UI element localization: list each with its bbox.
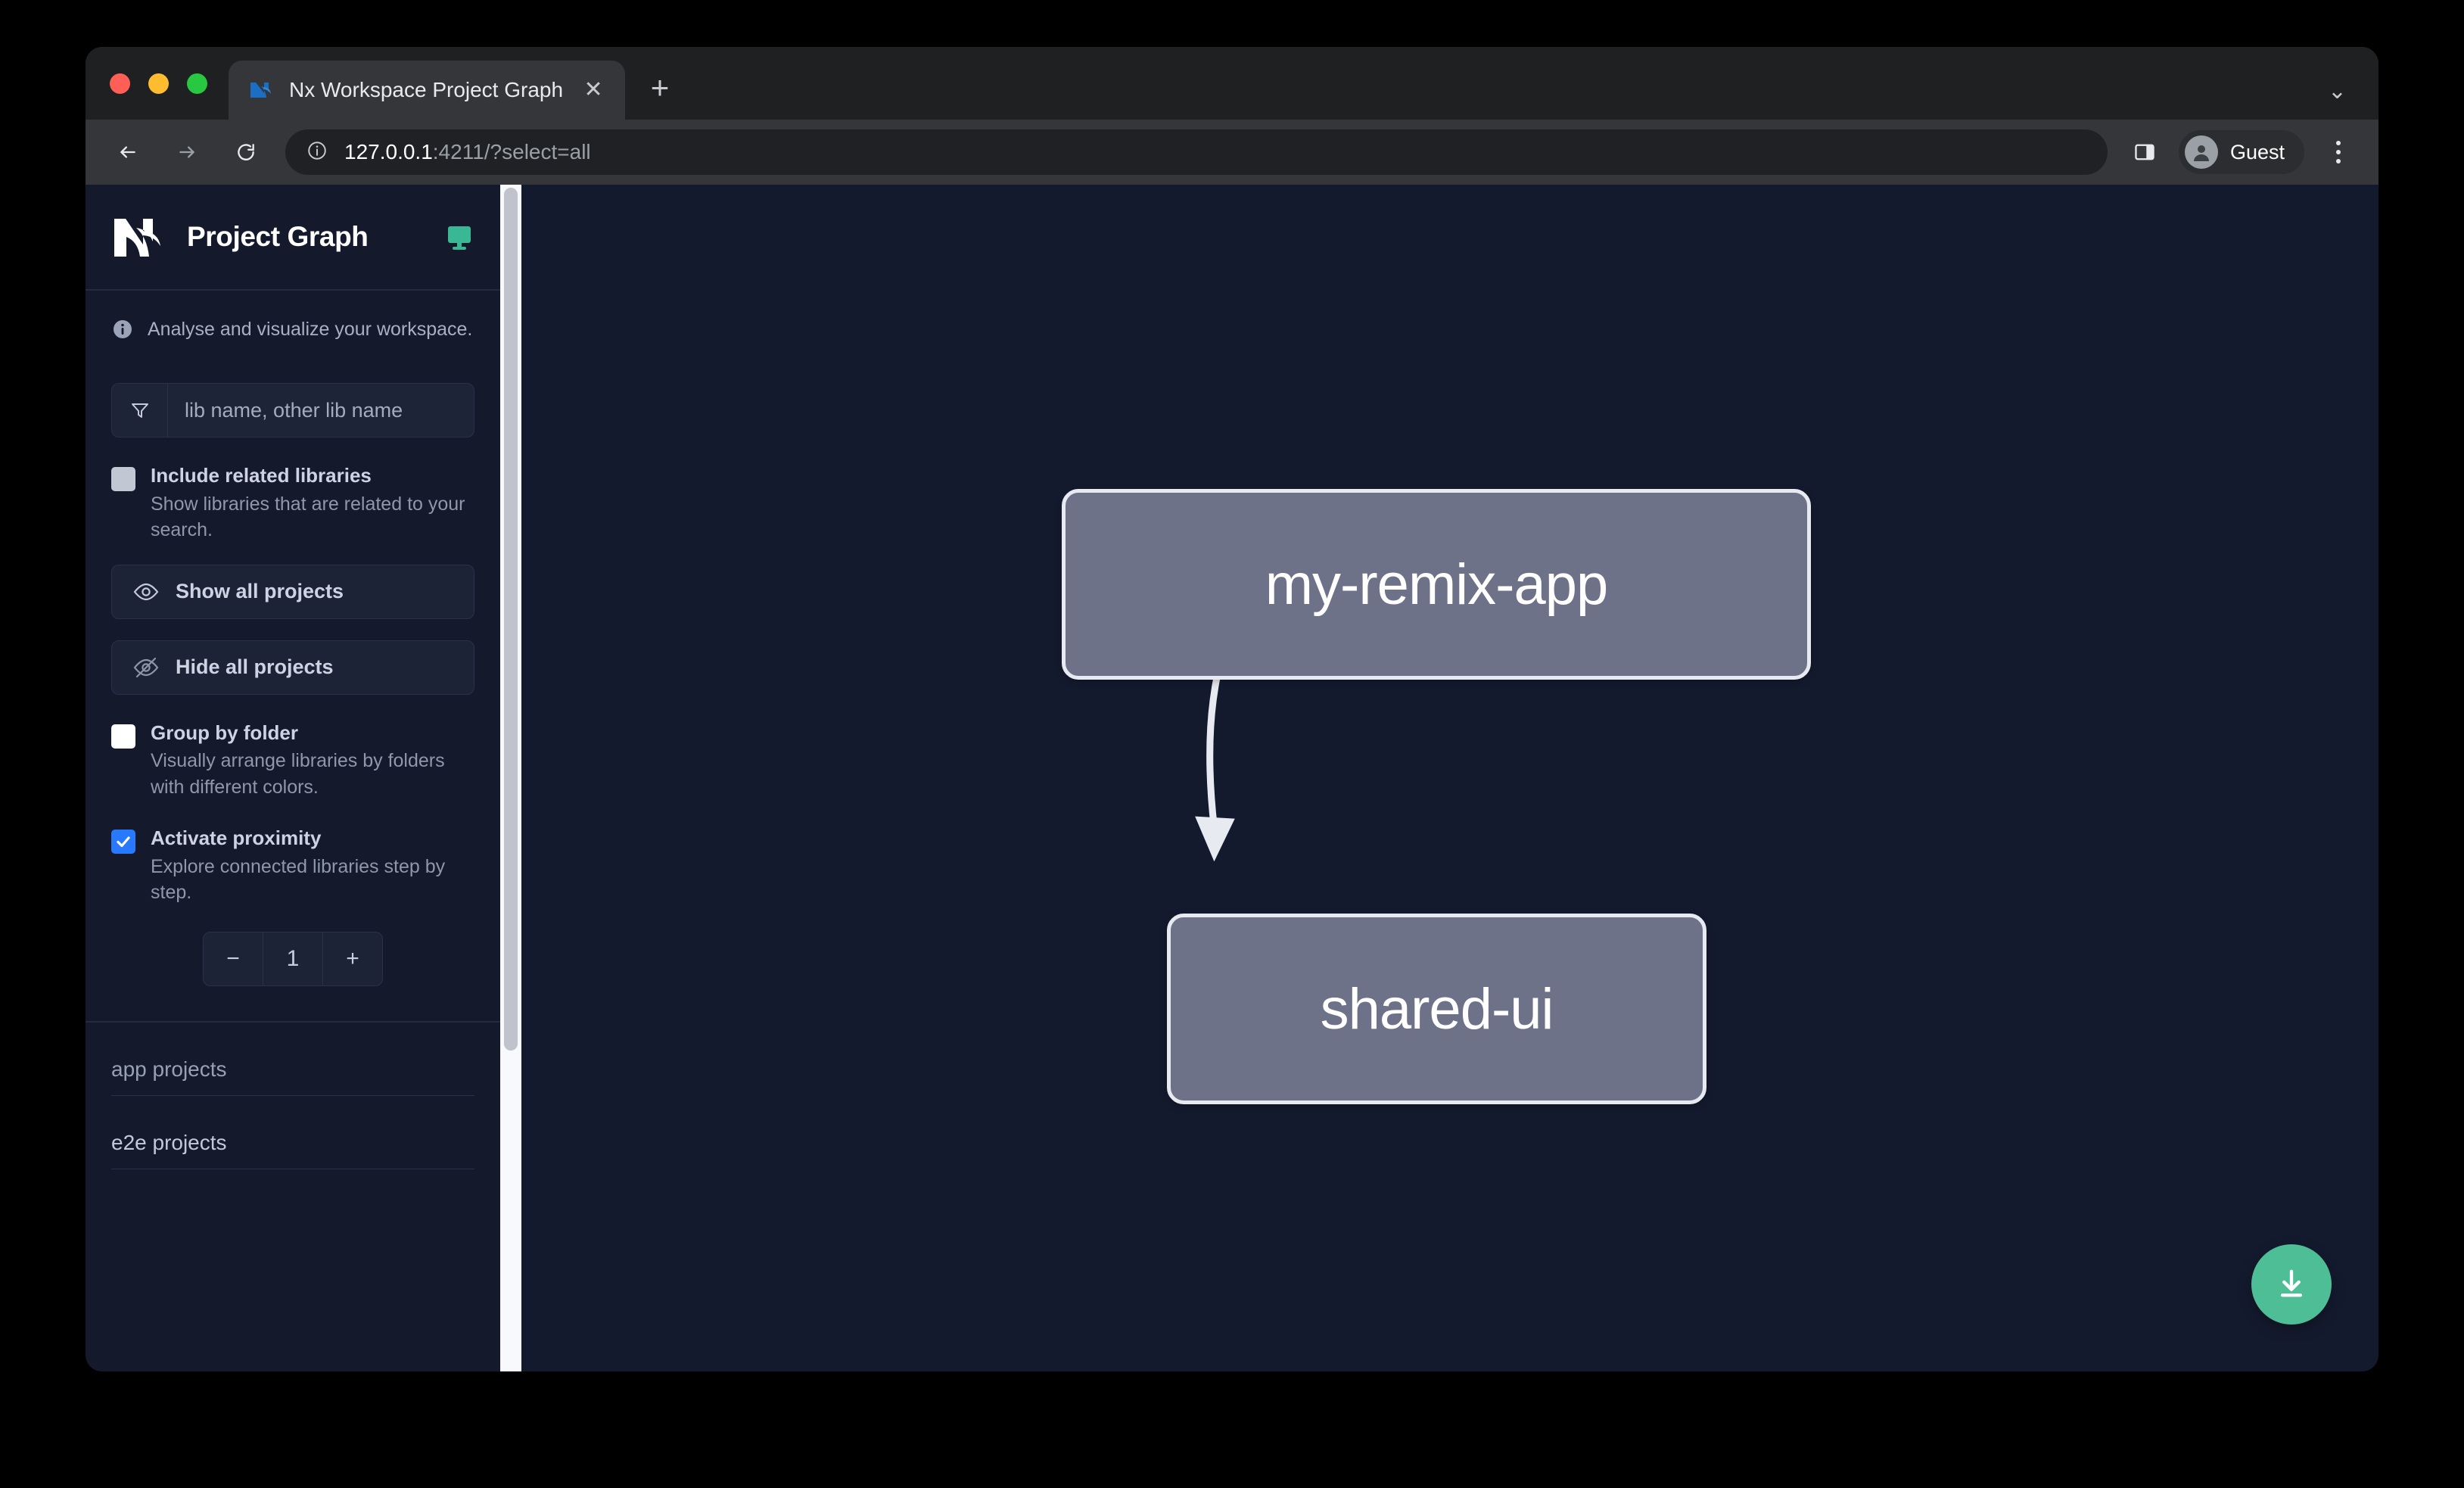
option-label: Activate proximity bbox=[151, 826, 322, 849]
browser-toolbar: 127.0.0.1:4211/?select=all Guest bbox=[86, 120, 2378, 185]
monitor-icon[interactable] bbox=[444, 222, 474, 252]
url-text: 127.0.0.1:4211/?select=all bbox=[344, 140, 591, 164]
maximize-window-button[interactable] bbox=[187, 73, 207, 94]
sidebar-scrollbar-thumb[interactable] bbox=[504, 188, 518, 1051]
app-viewport: Project Graph Analy bbox=[86, 185, 2378, 1371]
new-tab-button[interactable]: + bbox=[650, 70, 670, 105]
option-activate-proximity[interactable]: Activate proximity Explore connected lib… bbox=[111, 826, 474, 906]
app-projects-section[interactable]: app projects bbox=[111, 1023, 474, 1096]
graph-node-label: my-remix-app bbox=[1265, 552, 1608, 617]
option-text: Include related libraries Show libraries… bbox=[151, 463, 474, 543]
checkbox-group-by-folder[interactable] bbox=[111, 724, 135, 749]
filter-field[interactable] bbox=[111, 383, 474, 437]
browser-window: Nx Workspace Project Graph ✕ + ⌄ bbox=[86, 47, 2378, 1371]
nx-favicon-icon bbox=[248, 77, 274, 103]
option-description: Visually arrange libraries by folders wi… bbox=[151, 750, 445, 798]
option-include-related-libraries[interactable]: Include related libraries Show libraries… bbox=[111, 463, 474, 543]
search-input[interactable] bbox=[168, 384, 474, 437]
site-info-icon[interactable] bbox=[306, 140, 328, 165]
app-projects-heading: app projects bbox=[111, 1057, 474, 1096]
checkbox-activate-proximity[interactable] bbox=[111, 830, 135, 854]
hide-all-projects-label: Hide all projects bbox=[176, 655, 334, 678]
proximity-increment-button[interactable]: + bbox=[346, 945, 359, 971]
graph-node-shared-ui[interactable]: shared-ui bbox=[1167, 914, 1706, 1104]
profile-label: Guest bbox=[2229, 140, 2285, 163]
project-graph-canvas[interactable]: my-remix-app shared-ui bbox=[521, 185, 2378, 1371]
proximity-value: 1 bbox=[263, 932, 323, 985]
sidebar-body: Include related libraries Show libraries… bbox=[86, 348, 500, 1371]
forward-button[interactable] bbox=[167, 132, 207, 172]
page-title: Project Graph bbox=[187, 221, 369, 252]
close-window-button[interactable] bbox=[110, 73, 130, 94]
graph-node-label: shared-ui bbox=[1320, 976, 1554, 1041]
sidebar: Project Graph Analy bbox=[86, 185, 500, 1371]
graph-edges bbox=[1195, 591, 1245, 862]
eye-off-icon bbox=[133, 655, 159, 680]
sidebar-subtitle: Analyse and visualize your workspace. bbox=[86, 291, 500, 348]
option-description: Show libraries that are related to your … bbox=[151, 493, 465, 541]
show-all-projects-label: Show all projects bbox=[176, 580, 344, 602]
option-label: Include related libraries bbox=[151, 464, 372, 487]
proximity-stepper: − 1 + bbox=[203, 931, 383, 986]
eye-icon bbox=[133, 579, 159, 605]
download-icon bbox=[2272, 1263, 2311, 1306]
download-graph-button[interactable] bbox=[2251, 1244, 2332, 1325]
hide-all-projects-button[interactable]: Hide all projects bbox=[111, 640, 474, 695]
tab-strip: Nx Workspace Project Graph ✕ + ⌄ bbox=[86, 47, 2378, 120]
option-label: Group by folder bbox=[151, 721, 298, 744]
sidebar-scrollbar[interactable] bbox=[500, 185, 521, 1371]
option-group-by-folder[interactable]: Group by folder Visually arrange librari… bbox=[111, 721, 474, 801]
profile-button[interactable]: Guest bbox=[2178, 130, 2304, 174]
tab-title: Nx Workspace Project Graph bbox=[289, 78, 564, 101]
nx-logo-icon bbox=[111, 214, 167, 260]
info-icon bbox=[111, 318, 134, 341]
kebab-menu-icon[interactable] bbox=[2321, 135, 2356, 170]
sidebar-subtitle-text: Analyse and visualize your workspace. bbox=[148, 318, 473, 340]
back-button[interactable] bbox=[108, 132, 148, 172]
e2e-projects-heading: e2e projects bbox=[111, 1131, 474, 1169]
url-host: 127.0.0.1 bbox=[344, 140, 433, 163]
close-tab-button[interactable]: ✕ bbox=[583, 77, 603, 102]
option-description: Explore connected libraries step by step… bbox=[151, 855, 446, 904]
toolbar-right-actions: Guest bbox=[2127, 130, 2356, 174]
edge-arrowhead bbox=[1195, 816, 1235, 862]
proximity-decrement-button[interactable]: − bbox=[204, 932, 263, 985]
option-text: Activate proximity Explore connected lib… bbox=[151, 826, 474, 906]
reload-button[interactable] bbox=[226, 132, 266, 172]
browser-tab[interactable]: Nx Workspace Project Graph ✕ bbox=[229, 61, 626, 120]
minimize-window-button[interactable] bbox=[148, 73, 169, 94]
sidebar-divider bbox=[86, 1020, 500, 1023]
option-text: Group by folder Visually arrange librari… bbox=[151, 721, 474, 801]
sidebar-header: Project Graph bbox=[86, 185, 500, 291]
e2e-projects-section[interactable]: e2e projects bbox=[111, 1096, 474, 1169]
side-panel-icon[interactable] bbox=[2127, 135, 2162, 170]
graph-node-my-remix-app[interactable]: my-remix-app bbox=[1062, 489, 1811, 680]
address-bar[interactable]: 127.0.0.1:4211/?select=all bbox=[285, 129, 2108, 175]
window-controls bbox=[110, 47, 229, 120]
avatar bbox=[2184, 135, 2218, 169]
chevron-down-icon[interactable]: ⌄ bbox=[2327, 79, 2347, 104]
filter-funnel-icon bbox=[112, 384, 168, 437]
show-all-projects-button[interactable]: Show all projects bbox=[111, 564, 474, 619]
url-path: :4211/?select=all bbox=[432, 140, 591, 163]
checkbox-include-related-libraries[interactable] bbox=[111, 467, 135, 491]
